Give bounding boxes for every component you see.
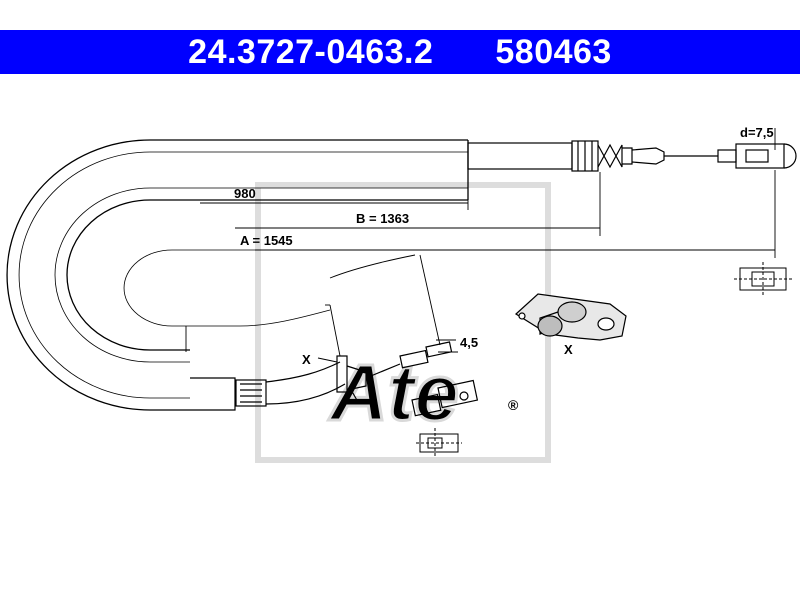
sheath-guide-2 <box>54 187 468 363</box>
bracket-hole <box>597 317 615 331</box>
clevis-hole <box>459 391 469 401</box>
bracket-small-hole <box>518 312 526 320</box>
end-tip <box>425 341 453 358</box>
clevis-fork <box>437 379 479 409</box>
upper-collar <box>622 147 633 165</box>
detail-x-bracket <box>515 293 627 341</box>
upper-end-ferrule <box>717 149 737 163</box>
upper-boot <box>631 147 665 165</box>
x-leader <box>317 357 338 363</box>
clevis-body <box>411 393 442 417</box>
upper-spring <box>597 143 623 169</box>
dim-b-label: B = 1363 <box>356 211 409 226</box>
lower-sheath-end <box>190 377 236 411</box>
x-detail-label: X <box>564 342 573 357</box>
sheath-inner-line <box>66 199 468 351</box>
x-marker-label: X <box>302 352 311 367</box>
inner-cable-line <box>123 249 775 327</box>
bracket-neck <box>346 365 367 391</box>
watermark-registered: ® <box>508 397 519 413</box>
end-ferrule <box>399 349 429 369</box>
lower-crimp <box>235 379 267 407</box>
reference-number: 580463 <box>495 32 612 71</box>
dim-a-start <box>419 254 441 346</box>
dim-980-label: 980 <box>234 186 256 201</box>
bracket-tab <box>349 387 359 403</box>
part-number: 24.3727-0463.2 <box>188 32 434 71</box>
dim-45-label: 4,5 <box>460 335 478 350</box>
end-wire <box>365 363 401 379</box>
dim-b-start <box>329 304 341 357</box>
brand-watermark: Ate ® <box>255 182 551 463</box>
bracket-boss-top <box>557 301 587 323</box>
dimension-lines <box>185 128 776 363</box>
dim-d-label: d=7,5 <box>740 125 774 140</box>
nipple-inner <box>745 149 769 163</box>
upper-fitting <box>467 140 797 172</box>
upper-end-nipple <box>735 143 785 169</box>
cable-sheath <box>6 139 775 411</box>
title-banner: 24.3727-0463.2 580463 <box>0 30 800 74</box>
lower-wire-top <box>265 361 341 383</box>
sheath-guide-1 <box>18 151 468 399</box>
x-bracket <box>336 355 348 393</box>
sheath-outer-line <box>6 139 468 411</box>
upper-sheath-tube <box>467 142 573 170</box>
lower-fitting <box>190 341 479 417</box>
lower-wire-bottom <box>265 383 346 405</box>
dim-a-lead <box>329 254 416 279</box>
section-symbol-right <box>734 262 792 296</box>
nipple-round <box>783 143 797 169</box>
section-symbol-bottom <box>416 428 462 458</box>
bracket-tube-end <box>537 315 563 337</box>
dim-a-label: A = 1545 <box>240 233 293 248</box>
watermark-brand: Ate <box>328 348 459 437</box>
